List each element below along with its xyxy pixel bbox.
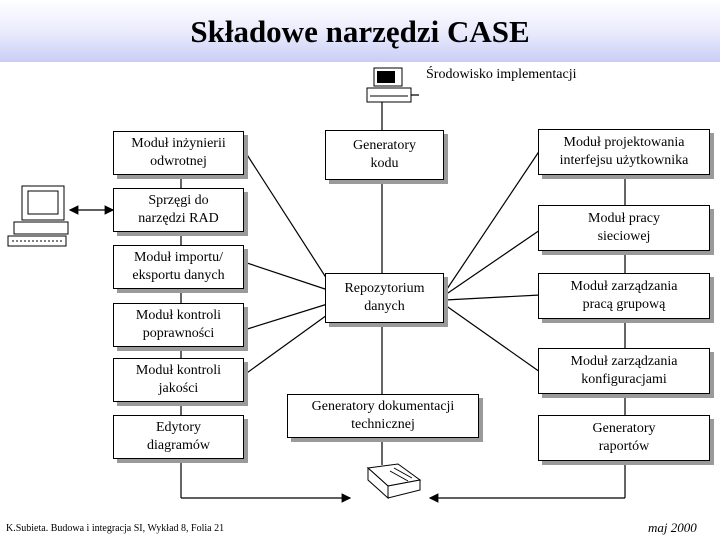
config-mgmt-module: Moduł zarządzania konfiguracjami xyxy=(538,348,710,394)
correctness-check-module: Moduł kontroli poprawności xyxy=(113,303,244,347)
repository-module: Repozytorium danych xyxy=(325,273,444,323)
doc-generators-module: Generatory dokumentacji technicznej xyxy=(287,394,479,438)
quality-check-module: Moduł kontroli jakości xyxy=(113,358,244,402)
footer-date: maj 2000 xyxy=(648,520,697,535)
diagram-editors-module: Edytory diagramów xyxy=(113,415,244,459)
printer-icon xyxy=(366,463,422,500)
code-generators-module: Generatory kodu xyxy=(325,130,444,180)
ui-design-module: Moduł projektowania interfejsu użytkowni… xyxy=(538,129,710,175)
reverse-engineering-module: Moduł inżynierii odwrotnej xyxy=(113,131,244,175)
import-export-module: Moduł importu/ eksportu danych xyxy=(113,245,244,289)
environment-label: Środowisko implementacji xyxy=(426,67,577,82)
terminal-icon xyxy=(366,67,412,103)
groupwork-module: Moduł zarządzania pracą grupową xyxy=(538,273,710,319)
title-banner xyxy=(0,0,720,62)
network-module: Moduł pracy sieciowej xyxy=(538,205,710,251)
rad-links-module: Sprzęgi do narzędzi RAD xyxy=(113,188,244,232)
page-title: Składowe narzędzi CASE xyxy=(190,14,530,49)
footer-source: K.Subieta. Budowa i integracja SI, Wykła… xyxy=(6,523,225,534)
report-generators-module: Generatory raportów xyxy=(538,415,710,461)
computer-icon xyxy=(7,185,69,247)
